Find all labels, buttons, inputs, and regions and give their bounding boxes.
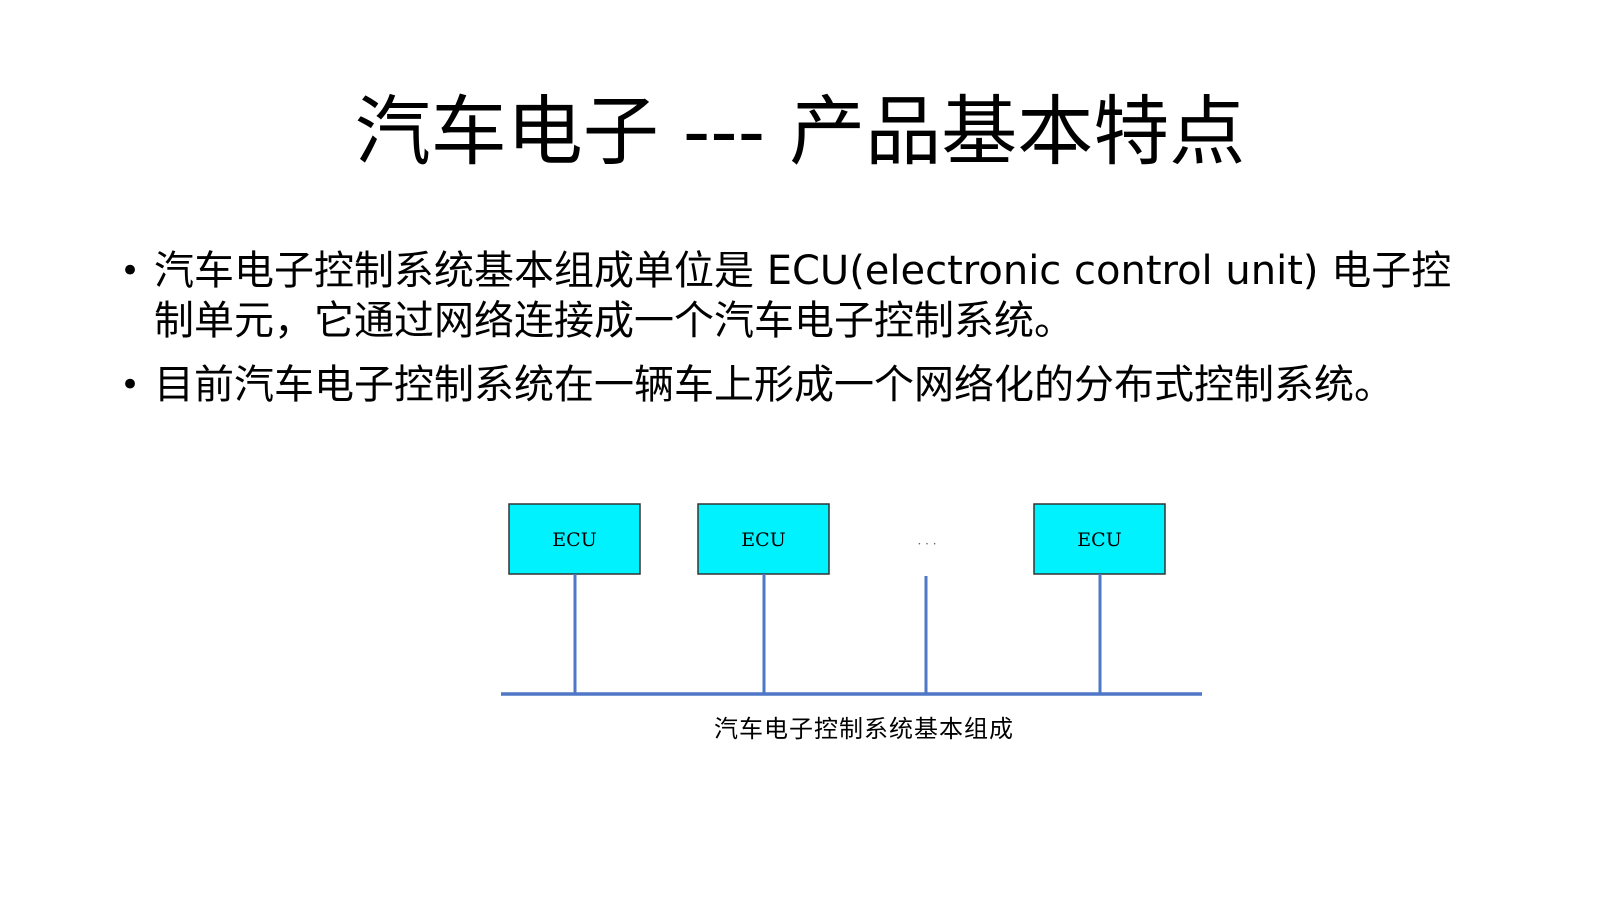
ecu-box-2 bbox=[697, 503, 830, 575]
ellipsis-label: · · · bbox=[917, 537, 936, 551]
bullet-dot-icon: • bbox=[119, 365, 141, 405]
ecu-box-3 bbox=[1033, 503, 1166, 575]
ecu-box-1 bbox=[508, 503, 641, 575]
bullet-text-2: 目前汽车电子控制系统在一辆车上形成一个网络化的分布式控制系统。 bbox=[154, 362, 1394, 408]
ecu-label-2: ECU bbox=[741, 529, 785, 551]
ecu-label-1: ECU bbox=[552, 529, 596, 551]
ecu-label-3: ECU bbox=[1077, 529, 1121, 551]
bullet-item-2: • 目前汽车电子控制系统在一辆车上形成一个网络化的分布式控制系统。 bbox=[118, 360, 1478, 410]
bullet-list: • 汽车电子控制系统基本组成单位是 ECU(electronic control… bbox=[118, 246, 1478, 424]
bullet-text-1: 汽车电子控制系统基本组成单位是 ECU(electronic control u… bbox=[154, 248, 1452, 344]
bullet-item-1: • 汽车电子控制系统基本组成单位是 ECU(electronic control… bbox=[118, 246, 1478, 346]
bullet-dot-icon: • bbox=[119, 251, 141, 291]
slide-title: 汽车电子 --- 产品基本特点 bbox=[354, 87, 1246, 176]
diagram-caption: 汽车电子控制系统基本组成 bbox=[714, 715, 1014, 743]
